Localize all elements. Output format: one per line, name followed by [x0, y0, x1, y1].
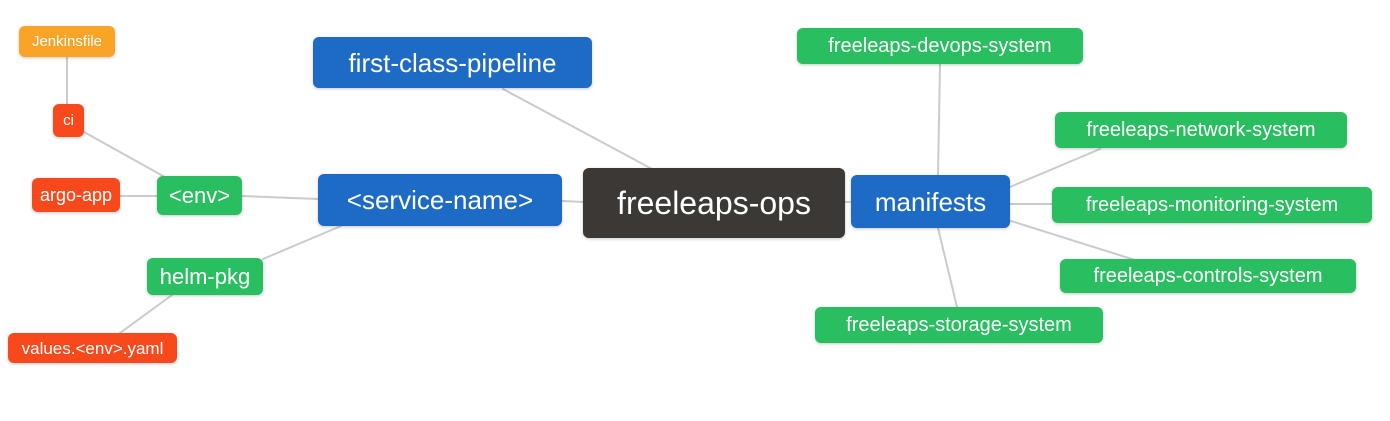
edge-pipeline-root: [502, 88, 653, 170]
edge-env-servicename: [241, 195, 319, 200]
edge-manifests-storage: [937, 227, 958, 308]
node-freeleaps-devops-system[interactable]: freeleaps-devops-system: [797, 28, 1083, 64]
edge-values-helmpkg: [119, 294, 173, 334]
node-root-freeleaps-ops[interactable]: freeleaps-ops: [583, 168, 845, 238]
node-freeleaps-controls-system[interactable]: freeleaps-controls-system: [1060, 259, 1356, 293]
edge-servicename-root: [561, 200, 585, 203]
edge-ci-env: [83, 131, 164, 177]
node-env[interactable]: <env>: [157, 176, 242, 215]
node-freeleaps-monitoring-system[interactable]: freeleaps-monitoring-system: [1052, 187, 1372, 223]
node-freeleaps-network-system[interactable]: freeleaps-network-system: [1055, 112, 1347, 148]
node-manifests[interactable]: manifests: [851, 175, 1010, 228]
node-values-env-yaml[interactable]: values.<env>.yaml: [8, 333, 177, 363]
edge-manifests-devops: [937, 63, 941, 177]
node-service-name[interactable]: <service-name>: [318, 174, 562, 226]
node-argo-app[interactable]: argo-app: [32, 178, 120, 212]
node-freeleaps-storage-system[interactable]: freeleaps-storage-system: [815, 307, 1103, 343]
node-jenkinsfile[interactable]: Jenkinsfile: [19, 26, 115, 57]
edge-manifests-network: [1009, 148, 1101, 188]
edge-manifests-controls: [1010, 220, 1136, 261]
node-helm-pkg[interactable]: helm-pkg: [147, 258, 263, 295]
edge-helmpkg-servicename: [262, 225, 342, 260]
node-first-class-pipeline[interactable]: first-class-pipeline: [313, 37, 592, 88]
node-ci[interactable]: ci: [53, 104, 84, 137]
